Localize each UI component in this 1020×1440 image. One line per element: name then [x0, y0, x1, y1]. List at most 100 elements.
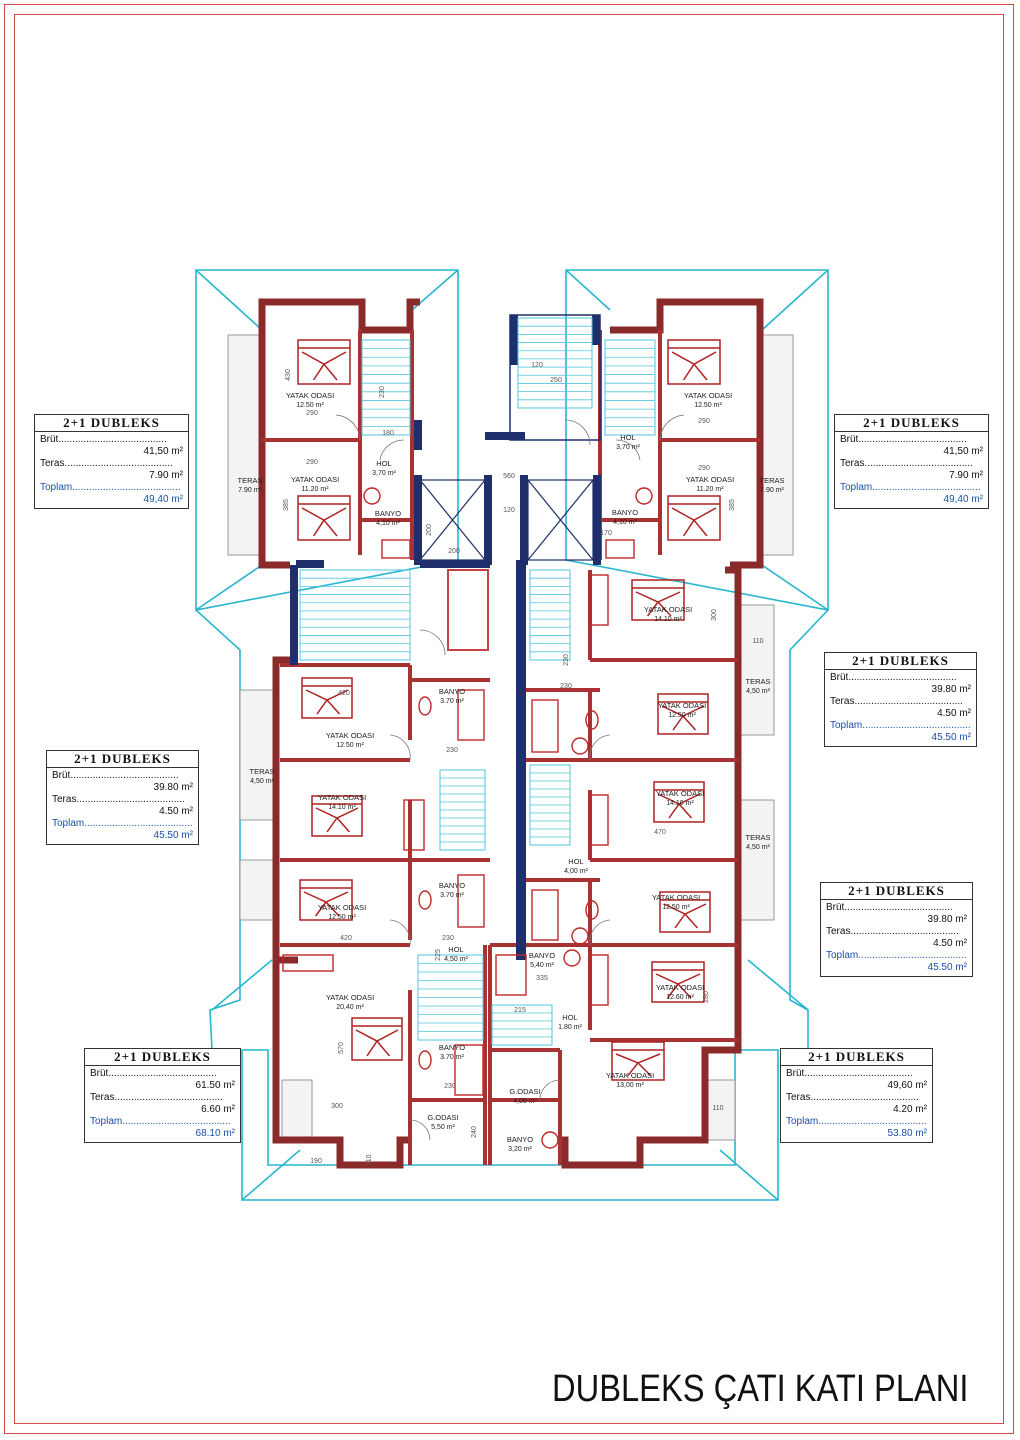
roof-ridge-6 [761, 564, 829, 611]
room-area: 4,10 m² [376, 520, 400, 527]
unit-title: 2+1 DUBLEKS [35, 415, 188, 432]
room-area: 4,50 m² [746, 688, 770, 695]
room-area: 11.20 m² [301, 486, 329, 493]
bed [311, 795, 363, 837]
bed [299, 879, 353, 921]
dimension-label: 200 [448, 548, 460, 555]
unit-gross-row: Brüt....................................… [840, 434, 983, 457]
room-name: YATAK ODASI [286, 391, 334, 400]
unit-title: 2+1 DUBLEKS [781, 1049, 932, 1066]
unit-summary-box: 2+1 DUBLEKS Brüt........................… [34, 414, 189, 509]
room-area: 5,50 m² [431, 1124, 455, 1131]
unit-title: 2+1 DUBLEKS [835, 415, 988, 432]
room-area: 4,50 m² [444, 956, 468, 963]
room-name: BANYO [439, 881, 465, 890]
bed [351, 1017, 403, 1061]
roof-ridge-7 [241, 1149, 301, 1201]
core-columns [290, 315, 601, 960]
room-name: TERAS [237, 476, 262, 485]
room-area: 13,00 m² [616, 1082, 644, 1089]
wall-bottom [272, 945, 410, 1169]
unit-terrace-row: Teras...................................… [826, 926, 967, 949]
terrace-right-mid [737, 604, 775, 736]
wall-unit2 [610, 298, 764, 569]
unit-total-row: Toplam..................................… [90, 1116, 235, 1139]
room-name: YATAK ODASI [656, 789, 704, 798]
stair-9 [491, 1004, 553, 1046]
terrace-left-bottom [281, 1079, 313, 1141]
dimension-label: 230 [444, 1083, 456, 1090]
room-name: YATAK ODASI [318, 793, 366, 802]
unit-title: 2+1 DUBLEKS [825, 653, 976, 670]
dimension-label: 180 [382, 430, 394, 437]
stair-treads [300, 325, 655, 1038]
room-area: 12.60 m² [666, 994, 694, 1001]
room-area: 4,10 m² [613, 519, 637, 526]
roof-ridge-3 [761, 269, 829, 331]
room-area: 12.50 m² [336, 742, 364, 749]
room-name: YATAK ODASI [291, 475, 339, 484]
dimension-label: 110 [752, 638, 763, 645]
roof-ridge-5 [195, 564, 263, 611]
bed [297, 339, 351, 385]
roof-ridge-9 [211, 959, 273, 1011]
room-area: 4,00 m² [513, 1098, 537, 1105]
roof-ridge-4 [565, 269, 611, 311]
wall-unit1 [258, 298, 420, 569]
room-name: HOL [376, 459, 391, 468]
dimension-label: 120 [503, 507, 515, 514]
stair-4 [299, 569, 411, 661]
unit-terrace-row: Teras...................................… [840, 458, 983, 481]
room-area: 7.90 m² [238, 487, 262, 494]
bed [651, 961, 705, 1003]
dimension-label: 120 [531, 362, 543, 369]
unit-terrace-row: Teras...................................… [786, 1092, 927, 1115]
room-area: 3.70 m² [440, 1054, 464, 1061]
room-name: BANYO [529, 951, 555, 960]
terrace-left-mid [239, 689, 277, 821]
dimension-label: 230 [446, 747, 458, 754]
room-area: 3,70 m² [372, 470, 396, 477]
room-name: TERAS [745, 833, 770, 842]
wall-left-mid [272, 656, 298, 964]
terrace-left-top [227, 334, 264, 556]
dimension-label: 215 [514, 1007, 526, 1014]
room-area: 12.50 m² [328, 914, 356, 921]
plan-title: DUBLEKS ÇATI KATI PLANI [552, 1368, 969, 1410]
room-area: 12.50 m² [662, 904, 690, 911]
room-name: BANYO [439, 1043, 465, 1052]
room-name: YATAK ODASI [606, 1071, 654, 1080]
bed [657, 693, 709, 735]
room-name: TERAS [759, 476, 784, 485]
roof-ridge-8 [719, 1149, 779, 1201]
room-name: HOL [620, 433, 635, 442]
bed [667, 339, 721, 385]
terrace-right-top [757, 334, 794, 556]
room-name: HOL [568, 857, 583, 866]
unit-title: 2+1 DUBLEKS [85, 1049, 240, 1066]
room-area: 3,20 m² [508, 1146, 532, 1153]
dimension-label: 250 [550, 377, 562, 384]
dimension-label: 230 [379, 386, 386, 398]
roof-ridge-10 [747, 959, 809, 1011]
unit-total-row: Toplam..................................… [830, 720, 971, 743]
terraces [227, 334, 794, 1141]
dimension-label: 230 [560, 683, 572, 690]
room-name: BANYO [439, 687, 465, 696]
room-name: TERAS [249, 767, 274, 776]
room-name: YATAK ODASI [644, 605, 692, 614]
roof-outline [195, 269, 829, 1201]
bed [653, 781, 705, 823]
bed [611, 1041, 665, 1081]
room-name: HOL [562, 1013, 577, 1022]
stairs [299, 317, 656, 1046]
bed [297, 495, 351, 541]
unit-terrace-row: Teras...................................… [40, 458, 183, 481]
room-name: YATAK ODASI [318, 903, 366, 912]
dimension-label: 230 [442, 935, 454, 942]
unit-gross-row: Brüt....................................… [826, 902, 967, 925]
room-name: TERAS [745, 677, 770, 686]
unit-summary-box: 2+1 DUBLEKS Brüt........................… [834, 414, 989, 509]
dimension-label: 225 [435, 949, 442, 961]
bed [301, 677, 353, 719]
